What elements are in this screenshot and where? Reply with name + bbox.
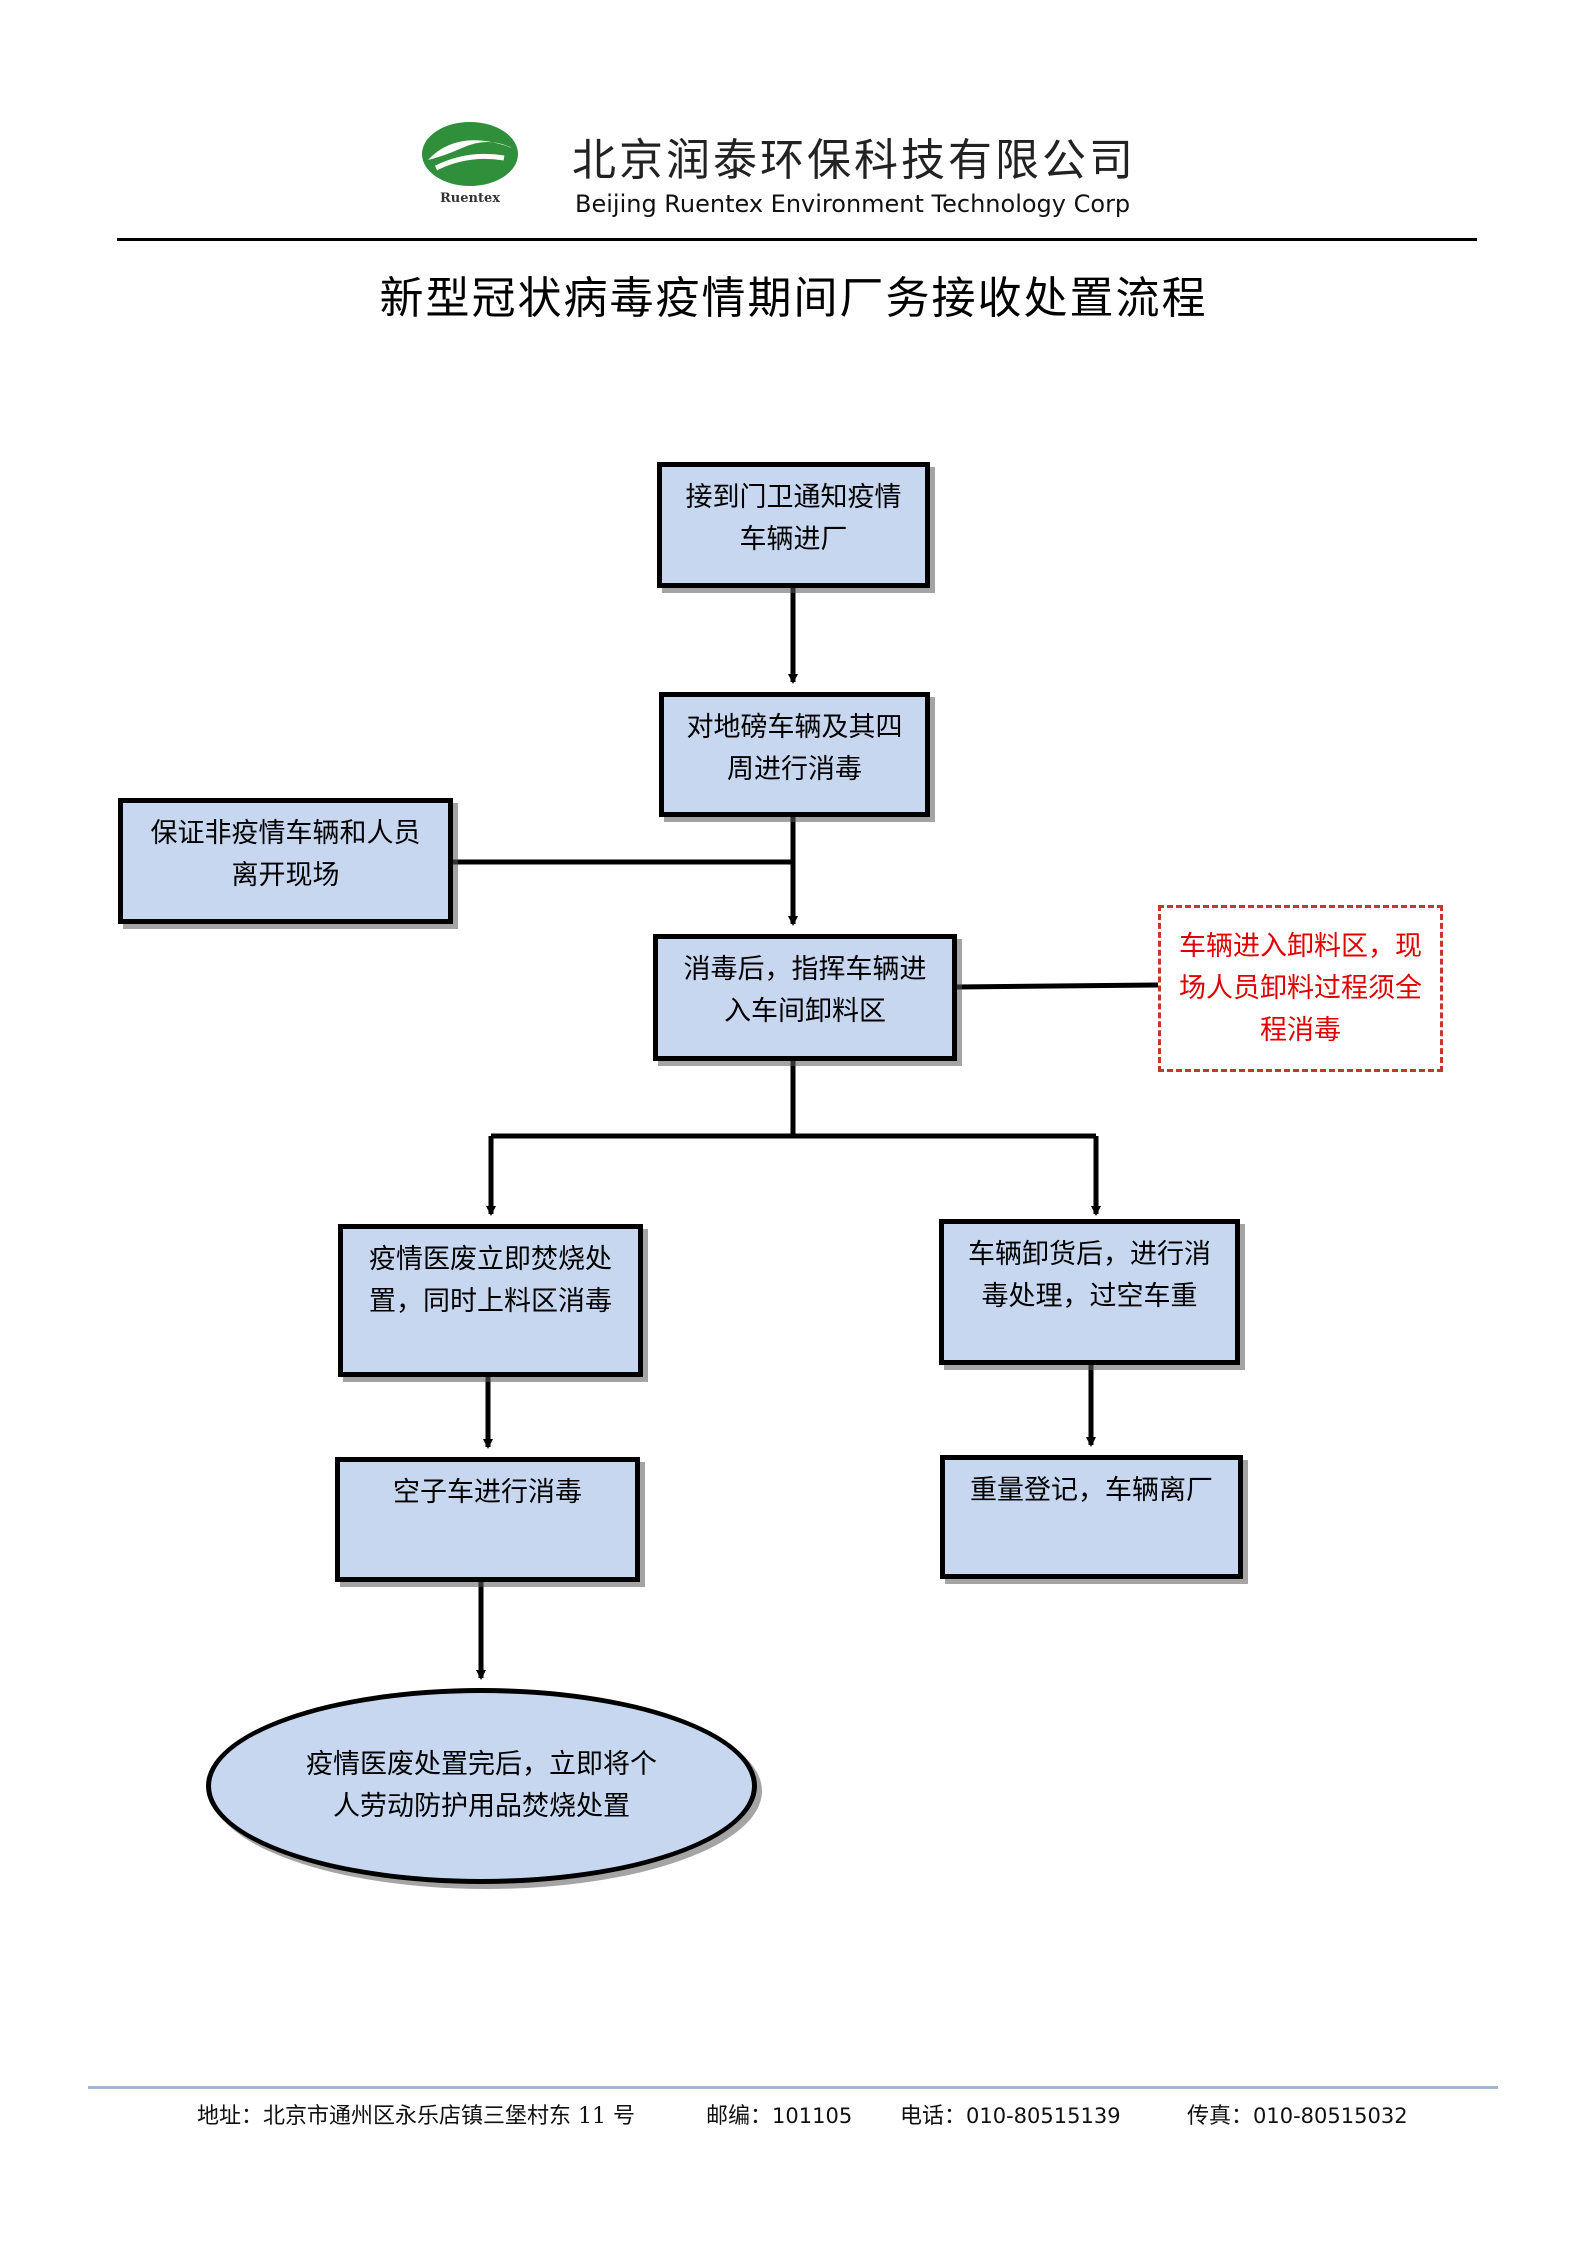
connector-note-right: [956, 982, 1159, 990]
flow-step-register-leave: 重量登记，车辆离厂: [940, 1455, 1243, 1579]
flow-step-disinfect-cart: 空子车进行消毒: [335, 1457, 640, 1582]
footer-fax-label: 传真：: [1187, 2104, 1254, 2129]
flow-end-burn-ppe: 疫情医废处置完后，立即将个人劳动防护用品焚烧处置: [206, 1688, 757, 1884]
footer-address-value: 北京市通州区永乐店镇三堡村东 11 号: [263, 2104, 635, 2129]
footer-fax: 传真：010-80515032: [1187, 2098, 1408, 2130]
footer-phone-value: 010-80515139: [966, 2104, 1121, 2128]
logo-emblem-icon: Ruentex: [422, 122, 518, 206]
logo-text: Ruentex: [440, 191, 500, 206]
footer-phone-label: 电话：: [900, 2104, 967, 2129]
flow-note-unload-disinfect: 车辆进入卸料区，现场人员卸料过程须全程消毒: [1158, 905, 1443, 1072]
flow-step-disinfect-scale: 对地磅车辆及其四周进行消毒: [659, 692, 930, 817]
company-name-en: Beijing Ruentex Environment Technology C…: [575, 190, 1131, 218]
footer-postcode-label: 邮编：: [706, 2104, 773, 2129]
footer-fax-value: 010-80515032: [1253, 2104, 1408, 2128]
page-title: 新型冠状病毒疫情期间厂务接收处置流程: [379, 273, 1208, 324]
company-logo: Ruentex: [418, 118, 522, 208]
flow-step-unload-weigh: 车辆卸货后，进行消毒处理，过空车重: [939, 1219, 1240, 1365]
flow-step-enter-unload: 消毒后，指挥车辆进入车间卸料区: [653, 934, 957, 1061]
flow-step-incinerate: 疫情医废立即焚烧处置，同时上料区消毒: [338, 1224, 643, 1377]
footer-postcode: 邮编：101105: [706, 2098, 852, 2130]
footer-phone: 电话：010-80515139: [900, 2098, 1121, 2130]
footer-address-label: 地址：: [197, 2104, 264, 2129]
footer-postcode-value: 101105: [772, 2104, 853, 2128]
header-divider: [117, 238, 1477, 241]
company-name-cn: 北京润泰环保科技有限公司: [572, 135, 1136, 186]
flow-step-notify: 接到门卫通知疫情车辆进厂: [657, 462, 930, 588]
footer-divider: [88, 2086, 1498, 2089]
flow-side-clear-site: 保证非疫情车辆和人员离开现场: [118, 798, 453, 924]
footer-address: 地址：北京市通州区永乐店镇三堡村东 11 号: [197, 2098, 635, 2130]
